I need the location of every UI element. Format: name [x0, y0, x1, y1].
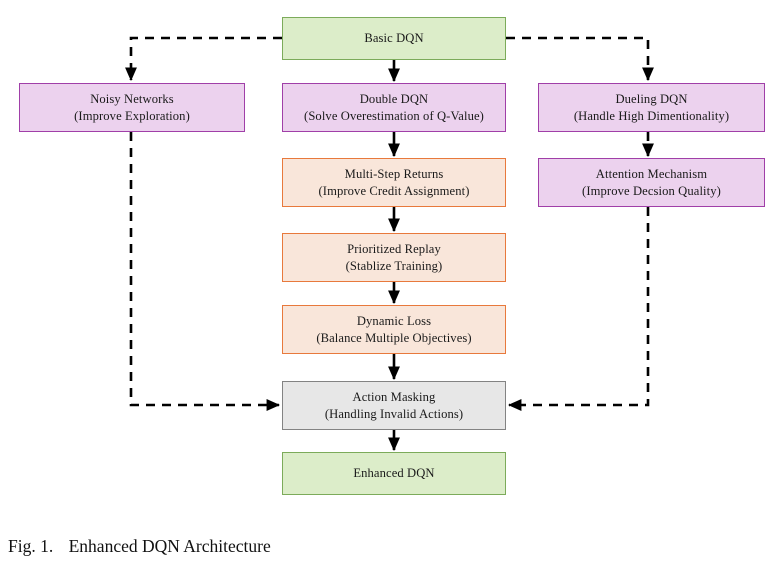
node-prioritized-replay[interactable]: Prioritized Replay (Stablize Training) [282, 233, 506, 282]
node-double-dqn-title: Double DQN [359, 92, 429, 107]
node-basic-dqn[interactable]: Basic DQN [282, 17, 506, 60]
node-dynamic-loss-title: Dynamic Loss [356, 314, 432, 329]
node-double-dqn[interactable]: Double DQN (Solve Overestimation of Q-Va… [282, 83, 506, 132]
node-double-dqn-subtitle: (Solve Overestimation of Q-Value) [304, 108, 484, 123]
node-prioritized-replay-title: Prioritized Replay [347, 242, 441, 257]
node-multi-step-returns-title: Multi-Step Returns [344, 167, 444, 182]
figure-caption: Fig. 1. Enhanced DQN Architecture [8, 536, 271, 557]
node-multi-step-returns-subtitle: (Improve Credit Assignment) [318, 183, 470, 198]
node-action-masking[interactable]: Action Masking (Handling Invalid Actions… [282, 381, 506, 430]
edge-basic-to-dueling [506, 36, 654, 82]
node-enhanced-dqn[interactable]: Enhanced DQN [282, 452, 506, 495]
figure-canvas: Basic DQN Noisy Networks (Improve Explor… [19, 17, 765, 495]
node-dynamic-loss-subtitle: (Balance Multiple Objectives) [316, 330, 472, 345]
node-dueling-dqn[interactable]: Dueling DQN (Handle High Dimentionality) [538, 83, 765, 132]
node-prioritized-replay-subtitle: (Stablize Training) [345, 258, 443, 273]
edge-attention-to-actionmasking [507, 207, 650, 411]
node-attention-mechanism-subtitle: (Improve Decsion Quality) [582, 183, 721, 198]
figure-caption-label: Fig. 1. [8, 536, 54, 556]
node-noisy-networks[interactable]: Noisy Networks (Improve Exploration) [19, 83, 245, 132]
node-action-masking-title: Action Masking [352, 390, 436, 405]
node-dueling-dqn-subtitle: (Handle High Dimentionality) [573, 108, 730, 123]
node-dynamic-loss[interactable]: Dynamic Loss (Balance Multiple Objective… [282, 305, 506, 354]
node-enhanced-dqn-title: Enhanced DQN [353, 466, 435, 481]
node-noisy-networks-subtitle: (Improve Exploration) [74, 108, 190, 123]
node-attention-mechanism[interactable]: Attention Mechanism (Improve Decsion Qua… [538, 158, 765, 207]
edge-noisy-to-actionmasking [129, 132, 281, 411]
node-noisy-networks-title: Noisy Networks [90, 92, 174, 107]
node-action-masking-subtitle: (Handling Invalid Actions) [324, 406, 464, 421]
edge-basic-to-noisy [125, 36, 282, 82]
figure-caption-text: Enhanced DQN Architecture [68, 536, 271, 556]
node-dueling-dqn-title: Dueling DQN [615, 92, 688, 107]
node-multi-step-returns[interactable]: Multi-Step Returns (Improve Credit Assig… [282, 158, 506, 207]
node-basic-dqn-title: Basic DQN [364, 31, 424, 46]
node-attention-mechanism-title: Attention Mechanism [595, 167, 708, 182]
